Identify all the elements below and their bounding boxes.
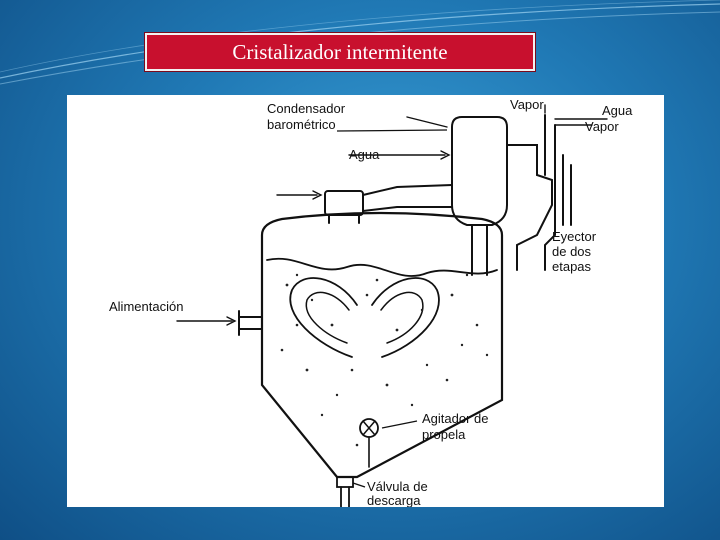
discharge-valve	[336, 476, 354, 488]
label-eyector-2: de dos	[552, 244, 592, 259]
label-agua-left: Agua	[349, 147, 380, 162]
label-agitador-1: Agitador de	[422, 411, 489, 426]
vessel-outline	[260, 211, 504, 479]
crystallizer-diagram-panel: Condensador barométrico Agua Vapor Agua …	[67, 95, 664, 507]
two-stage-ejector	[506, 144, 553, 271]
barometric-condenser	[451, 116, 508, 226]
label-vapor-top: Vapor	[510, 97, 544, 112]
circulation-loop-right-inner	[380, 291, 424, 344]
label-valvula-2: descarga	[367, 493, 421, 507]
label-valvula-1: Válvula de	[367, 479, 428, 494]
feed-inlet	[238, 310, 263, 336]
slide-title-box: Cristalizador intermitente	[145, 33, 535, 71]
slide-title: Cristalizador intermitente	[232, 39, 448, 64]
label-alimentacion: Alimentación	[109, 299, 183, 314]
crystallizer-diagram: Condensador barométrico Agua Vapor Agua …	[109, 97, 633, 507]
circulation-loop-left-inner	[305, 291, 350, 344]
label-eyector-1: Eyector	[552, 229, 597, 244]
vapor-nozzle	[324, 190, 364, 216]
liquid-surface	[266, 257, 498, 277]
label-agitador-2: propela	[422, 427, 466, 442]
label-agua-right: Agua	[602, 103, 633, 118]
label-condensador-2: barométrico	[267, 117, 336, 132]
circulation-loop-left	[289, 277, 358, 358]
circulation-loop-right	[371, 277, 440, 358]
label-condensador-1: Condensador	[267, 101, 346, 116]
label-vapor-right: Vapor	[585, 119, 619, 134]
label-eyector-3: etapas	[552, 259, 592, 274]
